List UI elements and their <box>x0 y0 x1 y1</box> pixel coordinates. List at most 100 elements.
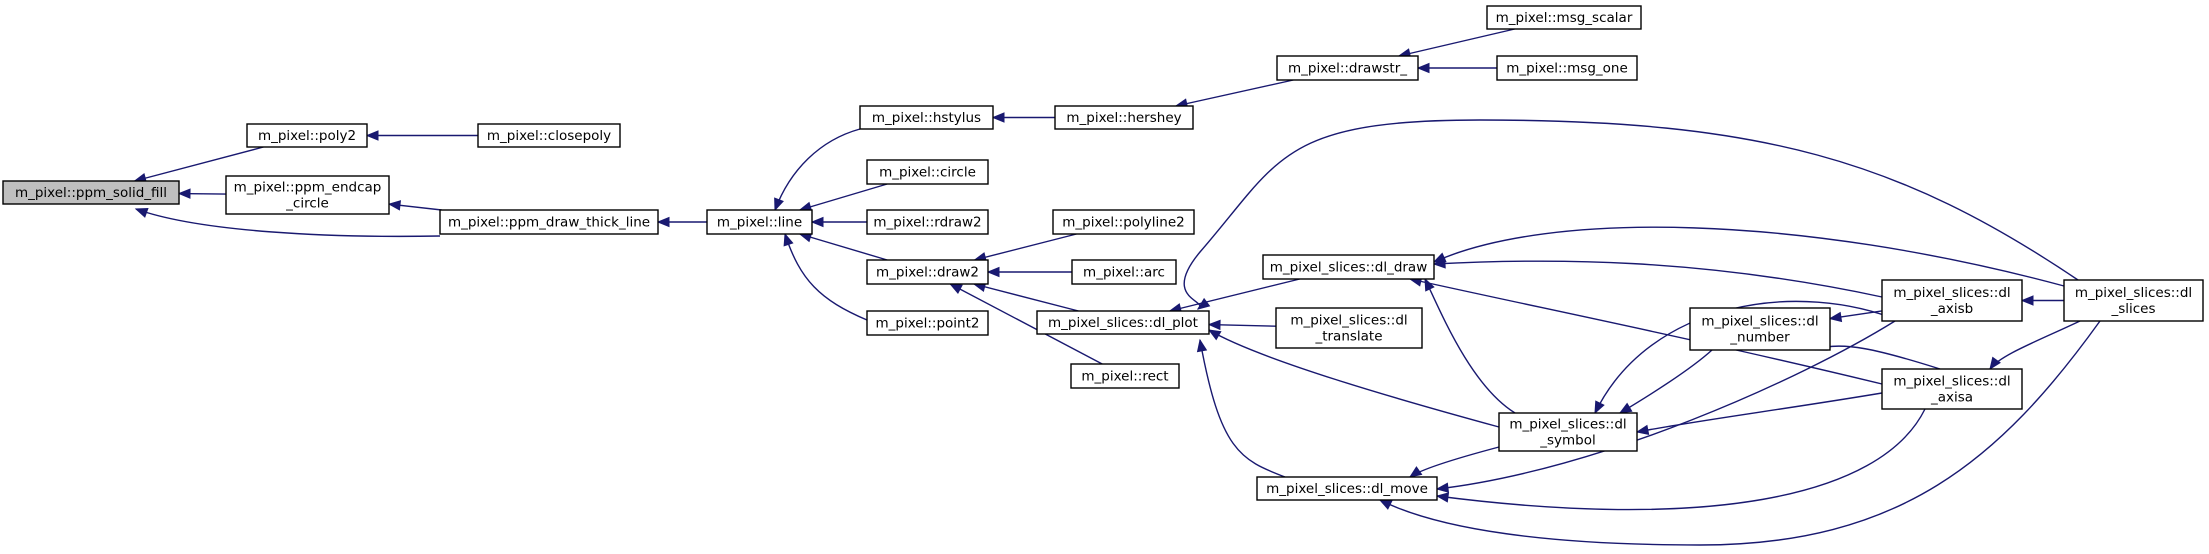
node-dl-slices[interactable]: m_pixel_slices::dl_slices <box>2063 279 2204 322</box>
edge-closepoly-to-poly2 <box>365 130 478 141</box>
node-box <box>1256 476 1438 501</box>
node-box <box>1498 412 1638 452</box>
node-box <box>866 209 989 235</box>
node-dl-plot[interactable]: m_pixel_slices::dl_plot <box>1036 310 1210 335</box>
node-label: m_pixel::ppm_endcap <box>234 180 382 196</box>
node-box <box>1275 307 1423 349</box>
node-label: m_pixel_slices::dl_plot <box>1048 315 1198 331</box>
edge-dl_move-to-dl_plot <box>1196 338 1286 478</box>
edge-dl_slices-to-dl_move <box>1378 320 2101 546</box>
node-rdraw2[interactable]: m_pixel::rdraw2 <box>866 209 989 235</box>
node-line[interactable]: m_pixel::line <box>706 209 813 235</box>
edge-dl_slices-to-dl_draw <box>1432 226 2065 287</box>
node-label: m_pixel_slices::dl <box>1290 313 1407 329</box>
node-dl-symbol[interactable]: m_pixel_slices::dl_symbol <box>1498 412 1638 452</box>
node-circle[interactable]: m_pixel::circle <box>866 159 989 185</box>
node-label: m_pixel::poly2 <box>258 128 356 144</box>
node-label: _symbol <box>1539 433 1596 449</box>
node-dl-number[interactable]: m_pixel_slices::dl_number <box>1689 307 1831 351</box>
node-label: m_pixel::hershey <box>1066 110 1181 126</box>
edge-arc-to-draw2 <box>986 266 1072 278</box>
node-point2[interactable]: m_pixel::point2 <box>866 310 989 336</box>
node-label: m_pixel_slices::dl <box>1893 285 2010 301</box>
edge-line-to-ppm_draw_thick_line <box>656 216 707 228</box>
node-box <box>1054 105 1194 130</box>
node-ppm-solid-fill[interactable]: m_pixel::ppm_solid_fill <box>2 180 180 205</box>
node-rect[interactable]: m_pixel::rect <box>1070 363 1180 389</box>
node-dl-draw[interactable]: m_pixel_slices::dl_draw <box>1262 254 1435 280</box>
node-box <box>866 310 989 336</box>
node-dl-move[interactable]: m_pixel_slices::dl_move <box>1256 476 1438 501</box>
node-label: m_pixel_slices::dl <box>2075 285 2192 301</box>
node-box <box>439 209 659 235</box>
node-hstylus[interactable]: m_pixel::hstylus <box>859 105 994 130</box>
node-box <box>1881 279 2023 322</box>
node-label: m_pixel_slices::dl <box>1509 417 1626 433</box>
node-label: m_pixel::point2 <box>876 316 980 332</box>
node-ppm-draw-thick-line[interactable]: m_pixel::ppm_draw_thick_line <box>439 209 659 235</box>
edge-dl_symbol-to-dl_move <box>1408 446 1500 478</box>
node-msg-scalar[interactable]: m_pixel::msg_scalar <box>1486 5 1642 30</box>
node-label: m_pixel::polyline2 <box>1062 215 1184 231</box>
edge-hstylus-to-line <box>774 128 861 212</box>
node-box <box>477 123 621 148</box>
node-closepoly[interactable]: m_pixel::closepoly <box>477 123 621 148</box>
node-box <box>1689 307 1831 351</box>
edge-dl_slices-to-dl_axisa <box>1989 320 2081 371</box>
node-label: m_pixel::hstylus <box>872 110 981 126</box>
edge-dl_symbol-to-dl_plot <box>1207 329 1500 428</box>
node-box <box>859 105 994 130</box>
node-dl-axisb[interactable]: m_pixel_slices::dl_axisb <box>1881 279 2023 322</box>
node-box <box>866 259 989 285</box>
node-label: m_pixel::draw2 <box>876 265 979 281</box>
node-box <box>706 209 813 235</box>
node-dl-translate[interactable]: m_pixel_slices::dl_translate <box>1275 307 1423 349</box>
node-poly2[interactable]: m_pixel::poly2 <box>246 123 368 148</box>
node-ppm-endcap-circle[interactable]: m_pixel::ppm_endcap_circle <box>225 175 390 215</box>
node-msg-one[interactable]: m_pixel::msg_one <box>1496 55 1638 81</box>
node-box <box>1071 259 1177 285</box>
edge-ppm_draw_thick_line-to-ppm_endcap_circle <box>387 200 442 211</box>
edge-dl_plot-to-draw2 <box>972 281 1079 312</box>
node-box <box>1276 55 1419 81</box>
node-box <box>1070 363 1180 389</box>
edge-drawstr_-to-hershey <box>1174 79 1294 109</box>
node-label: _axisa <box>1930 390 1973 406</box>
edge-dl_number-to-dl_symbol <box>1618 349 1713 414</box>
node-label: m_pixel::rdraw2 <box>873 215 981 231</box>
edge-msg_scalar-to-drawstr_ <box>1397 28 1515 59</box>
node-label: m_pixel_slices::dl_move <box>1266 481 1428 497</box>
node-label: m_pixel::closepoly <box>487 128 611 144</box>
node-label: _number <box>1729 330 1790 346</box>
node-drawstr-[interactable]: m_pixel::drawstr_ <box>1276 55 1419 81</box>
node-arc[interactable]: m_pixel::arc <box>1071 259 1177 285</box>
edge-point2-to-line <box>783 232 868 321</box>
node-box <box>1052 209 1195 235</box>
node-box <box>1496 55 1638 81</box>
node-draw2[interactable]: m_pixel::draw2 <box>866 259 989 285</box>
node-label: m_pixel::circle <box>879 165 976 181</box>
node-hershey[interactable]: m_pixel::hershey <box>1054 105 1194 130</box>
edge-dl_axisa-to-dl_move <box>1435 408 1926 511</box>
node-label: m_pixel::ppm_draw_thick_line <box>448 215 650 231</box>
node-dl-axisa[interactable]: m_pixel_slices::dl_axisa <box>1881 368 2023 410</box>
node-label: _axisb <box>1930 301 1973 317</box>
edges-layer <box>133 28 2101 546</box>
node-polyline2[interactable]: m_pixel::polyline2 <box>1052 209 1195 235</box>
edge-circle-to-line <box>798 183 888 212</box>
edge-dl_axisa-to-dl_symbol <box>1635 392 1883 436</box>
node-label: m_pixel::arc <box>1083 265 1165 281</box>
node-label: m_pixel_slices::dl <box>1701 314 1818 330</box>
edge-msg_one-to-drawstr_ <box>1416 62 1497 74</box>
edge-dl_axisb-to-dl_number <box>1828 310 1883 323</box>
node-label: _translate <box>1314 329 1382 345</box>
node-label: m_pixel::drawstr_ <box>1288 61 1407 77</box>
node-label: _slices <box>2110 301 2155 317</box>
node-box <box>1881 368 2023 410</box>
node-label: m_pixel::msg_scalar <box>1496 10 1633 26</box>
node-box <box>1486 5 1642 30</box>
edge-dl_symbol-to-dl_draw <box>1424 277 1516 414</box>
node-label: m_pixel_slices::dl <box>1893 374 2010 390</box>
node-label: m_pixel::line <box>717 215 802 231</box>
